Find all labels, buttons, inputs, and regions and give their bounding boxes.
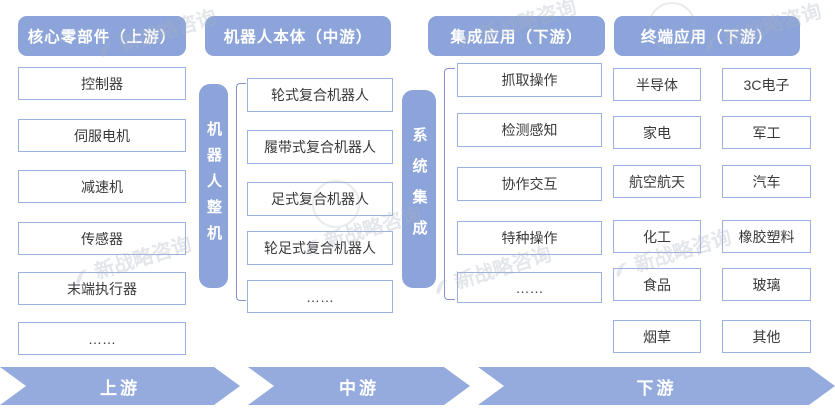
midstream-item: …… [247,280,393,313]
terminal-item: 橡胶塑料 [722,220,811,253]
integration-item: 特种操作 [457,221,602,255]
midstream-item: 轮足式复合机器人 [247,231,393,265]
integration-item: 检测感知 [457,113,602,147]
terminal-item: 半导体 [613,68,701,101]
terminal-item: 汽车 [722,165,811,198]
flow-arrow-midstream: 中游 [248,367,470,405]
upstream-item: …… [18,322,186,355]
midstream-item: 履带式复合机器人 [247,130,393,164]
midstream-item: 轮式复合机器人 [247,78,393,112]
terminal-item: 烟草 [613,320,701,353]
terminal-item: 玻璃 [722,268,811,301]
upstream-item: 减速机 [18,170,186,203]
upstream-item: 末端执行器 [18,272,186,305]
terminal-item: 化工 [613,220,701,253]
midstream-item: 足式复合机器人 [247,182,393,216]
connector-bar-system-integration: 系统集成 [402,90,436,288]
terminal-item: 食品 [613,268,701,301]
header-robot-body: 机器人本体（中游） [205,16,391,56]
upstream-item: 传感器 [18,222,186,255]
terminal-item: 3C电子 [722,68,811,101]
bracket-integration [444,68,455,300]
header-integrated-apps: 集成应用（下游） [428,16,605,56]
upstream-item: 控制器 [18,67,186,100]
flow-arrow-downstream: 下游 [478,367,835,405]
terminal-item: 家电 [613,116,701,149]
connector-bar-robot-machine: 机器人整机 [199,84,228,288]
terminal-item: 航空航天 [613,165,701,198]
upstream-item: 伺服电机 [18,119,186,152]
integration-item: …… [457,272,602,303]
header-terminal-apps: 终端应用（下游） [614,16,800,56]
header-core-components: 核心零部件（上游） [18,16,186,56]
flow-arrow-upstream: 上游 [0,367,240,405]
terminal-item: 其他 [722,320,811,353]
terminal-item: 军工 [722,116,811,149]
integration-item: 抓取操作 [457,63,602,97]
bracket-midstream [236,83,246,301]
integration-item: 协作交互 [457,167,602,201]
